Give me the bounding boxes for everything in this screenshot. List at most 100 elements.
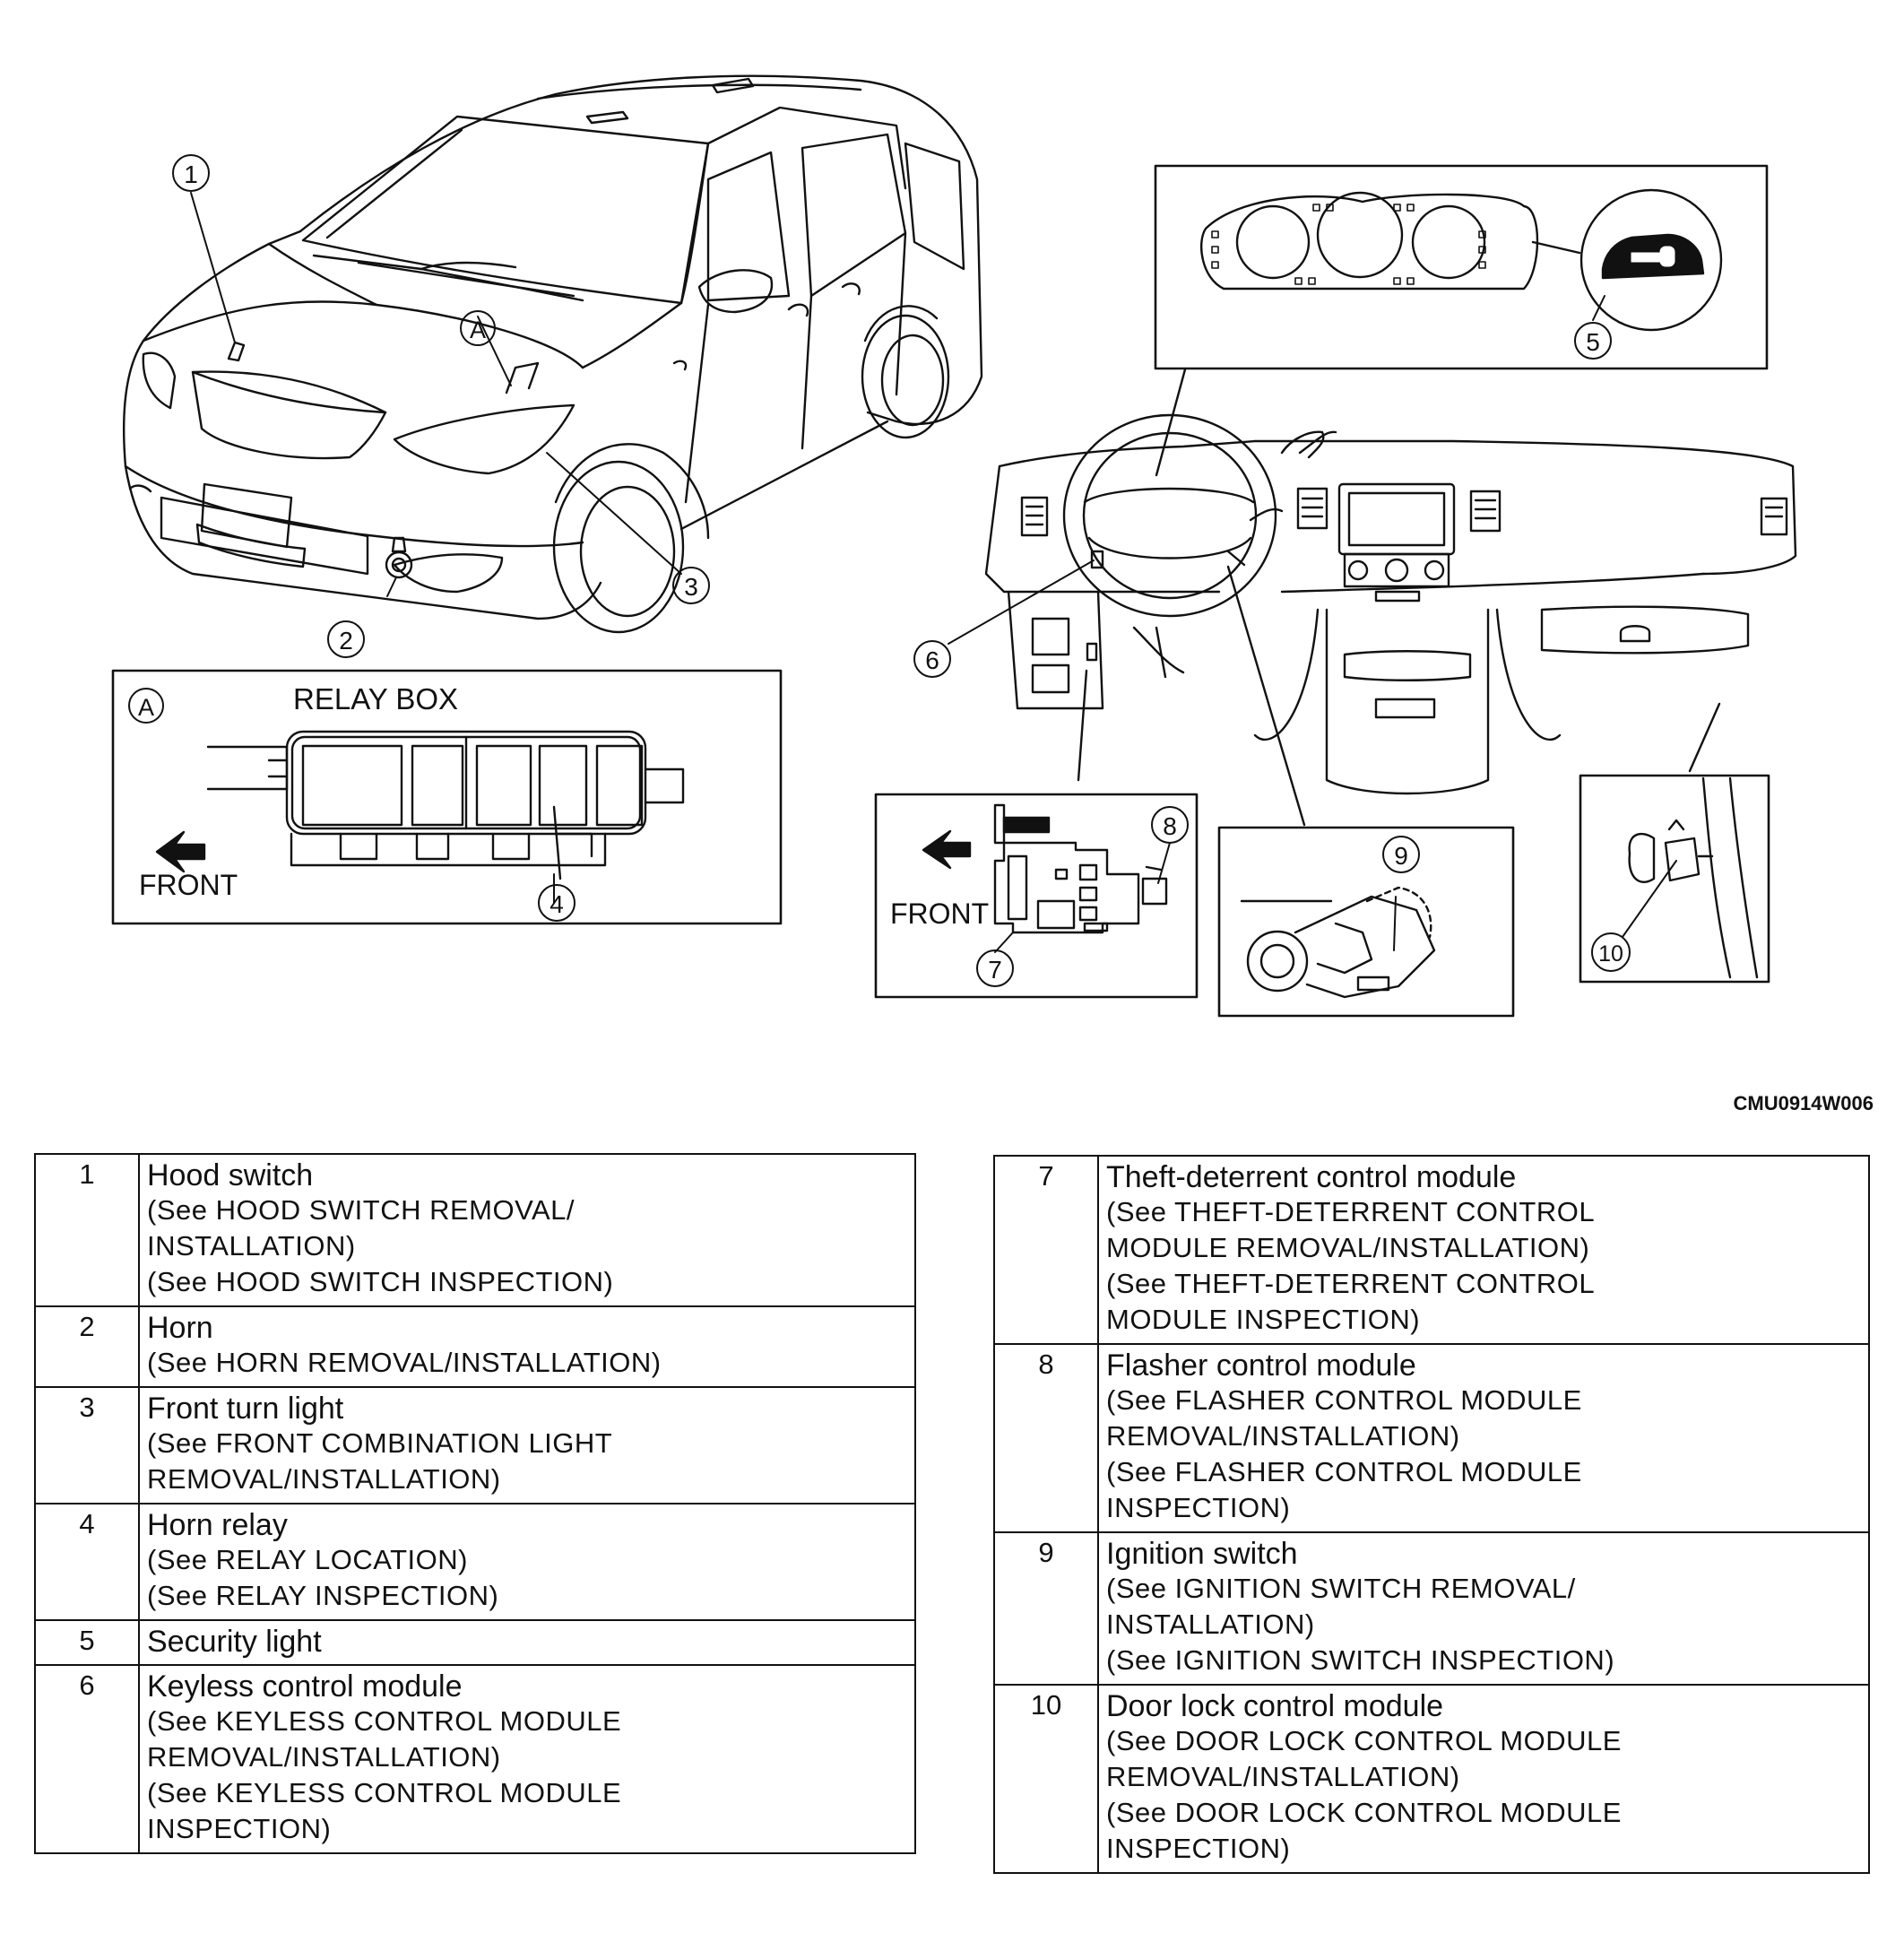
callout-3: 3 bbox=[672, 567, 710, 604]
component-name: Keyless control module bbox=[147, 1669, 463, 1704]
reference-line: (See HORN REMOVAL/INSTALLATION) bbox=[147, 1347, 662, 1378]
component-name: Horn relay bbox=[147, 1508, 288, 1542]
legend-number: 3 bbox=[34, 1386, 140, 1504]
reference-line: (See THEFT-DETERRENT CONTROL bbox=[1106, 1268, 1596, 1299]
callout-4: 4 bbox=[538, 884, 576, 922]
callout-2-label: 2 bbox=[339, 627, 353, 655]
callout-1: 1 bbox=[172, 154, 210, 192]
reference-line: REMOVAL/INSTALLATION) bbox=[147, 1741, 501, 1773]
legend-description: Ignition switch(See IGNITION SWITCH REMO… bbox=[1097, 1531, 1870, 1686]
callout-5: 5 bbox=[1574, 322, 1612, 360]
legend-description: Flasher control module(See FLASHER CONTR… bbox=[1097, 1343, 1870, 1533]
detail-marker-a-box-label: A bbox=[138, 694, 154, 721]
callout-8: 8 bbox=[1151, 806, 1189, 844]
reference-line: INSPECTION) bbox=[147, 1813, 332, 1844]
callout-10-label: 10 bbox=[1598, 941, 1623, 967]
reference-line: MODULE INSPECTION) bbox=[1106, 1304, 1421, 1335]
callout-6-label: 6 bbox=[925, 646, 939, 674]
reference-line: INSPECTION) bbox=[1106, 1833, 1291, 1864]
detail-marker-a-vehicle: A bbox=[460, 310, 496, 346]
dashboard-drawing bbox=[984, 413, 1797, 795]
reference-line: (See RELAY INSPECTION) bbox=[147, 1580, 499, 1611]
callout-8-label: 8 bbox=[1163, 812, 1177, 840]
legend-description: Door lock control module(See DOOR LOCK C… bbox=[1097, 1684, 1870, 1874]
legend-number: 2 bbox=[34, 1305, 140, 1388]
legend-number: 6 bbox=[34, 1664, 140, 1854]
callout-9-label: 9 bbox=[1394, 842, 1408, 870]
callout-7: 7 bbox=[976, 949, 1014, 987]
reference-line: (See KEYLESS CONTROL MODULE bbox=[147, 1777, 622, 1808]
reference-line: (See FLASHER CONTROL MODULE bbox=[1106, 1384, 1582, 1416]
reference-line: MODULE REMOVAL/INSTALLATION) bbox=[1106, 1232, 1590, 1263]
reference-line: (See THEFT-DETERRENT CONTROL bbox=[1106, 1196, 1596, 1227]
callout-6: 6 bbox=[913, 640, 951, 678]
relay-box-detail bbox=[111, 669, 783, 925]
legend-description: Keyless control module(See KEYLESS CONTR… bbox=[138, 1664, 916, 1854]
callout-9: 9 bbox=[1382, 836, 1420, 873]
legend-number: 10 bbox=[993, 1684, 1099, 1874]
legend-description: Horn relay(See RELAY LOCATION) (See RELAY… bbox=[138, 1503, 916, 1621]
legend-number: 5 bbox=[34, 1619, 140, 1666]
component-name: Hood switch bbox=[147, 1158, 314, 1192]
reference-line: (See HOOD SWITCH INSPECTION) bbox=[147, 1266, 614, 1297]
component-name: Ignition switch bbox=[1106, 1537, 1298, 1571]
figure-code: CMU0914W006 bbox=[1733, 1092, 1874, 1114]
detail-marker-a-box: A bbox=[128, 688, 164, 724]
detail-marker-a-label: A bbox=[470, 316, 486, 343]
component-name: Security light bbox=[147, 1625, 322, 1659]
reference-line: REMOVAL/INSTALLATION) bbox=[1106, 1761, 1460, 1792]
component-name: Door lock control module bbox=[1106, 1689, 1444, 1723]
component-name: Horn bbox=[147, 1311, 213, 1345]
component-name: Flasher control module bbox=[1106, 1348, 1416, 1383]
legend-description: Horn(See HORN REMOVAL/INSTALLATION) bbox=[138, 1305, 916, 1388]
reference-line: INSTALLATION) bbox=[1106, 1608, 1315, 1640]
vehicle-drawing bbox=[122, 74, 983, 634]
reference-line: (See FLASHER CONTROL MODULE bbox=[1106, 1456, 1582, 1487]
reference-line: (See IGNITION SWITCH INSPECTION) bbox=[1106, 1644, 1615, 1676]
legend-description: Hood switch(See HOOD SWITCH REMOVAL/INST… bbox=[138, 1153, 916, 1307]
reference-line: (See IGNITION SWITCH REMOVAL/ bbox=[1106, 1573, 1576, 1604]
reference-line: (See DOOR LOCK CONTROL MODULE bbox=[1106, 1725, 1622, 1756]
callout-7-label: 7 bbox=[988, 956, 1002, 984]
callout-5-label: 5 bbox=[1586, 328, 1600, 356]
callout-10: 10 bbox=[1591, 932, 1631, 972]
security-light-icon bbox=[1601, 233, 1705, 280]
relay-box-label: RELAY BOX bbox=[293, 682, 458, 715]
reference-line: (See FRONT COMBINATION LIGHT bbox=[147, 1427, 613, 1459]
legend-number: 1 bbox=[34, 1153, 140, 1307]
reference-line: (See KEYLESS CONTROL MODULE bbox=[147, 1705, 622, 1737]
legend-number: 7 bbox=[993, 1155, 1099, 1345]
ignition-switch-detail bbox=[1217, 565, 1515, 1018]
door-lock-module-detail bbox=[1579, 702, 1770, 984]
instrument-cluster-detail bbox=[1154, 164, 1769, 477]
callout-4-label: 4 bbox=[550, 890, 564, 918]
module-board-detail bbox=[874, 669, 1199, 999]
reference-line: (See DOOR LOCK CONTROL MODULE bbox=[1106, 1797, 1622, 1828]
legend-number: 4 bbox=[34, 1503, 140, 1621]
callout-2: 2 bbox=[327, 620, 365, 658]
front-label-relay: FRONT bbox=[139, 869, 238, 901]
reference-line: (See RELAY LOCATION) bbox=[147, 1544, 468, 1575]
component-name: Theft-deterrent control module bbox=[1106, 1160, 1517, 1194]
reference-line: REMOVAL/INSTALLATION) bbox=[1106, 1420, 1460, 1452]
legend-number: 8 bbox=[993, 1343, 1099, 1533]
component-location-diagram: 1 2 3 4 5 6 7 8 9 10 A A RELA bbox=[111, 74, 1797, 1018]
legend-description: Front turn light(See FRONT COMBINATION L… bbox=[138, 1386, 916, 1504]
reference-line: (See HOOD SWITCH REMOVAL/ bbox=[147, 1194, 575, 1226]
callout-leaders bbox=[190, 192, 1677, 953]
legend-description: Theft-deterrent control module(See THEFT… bbox=[1097, 1155, 1870, 1345]
component-name: Front turn light bbox=[147, 1392, 344, 1426]
legend-description: Security light bbox=[138, 1619, 916, 1666]
reference-line: REMOVAL/INSTALLATION) bbox=[147, 1463, 501, 1495]
